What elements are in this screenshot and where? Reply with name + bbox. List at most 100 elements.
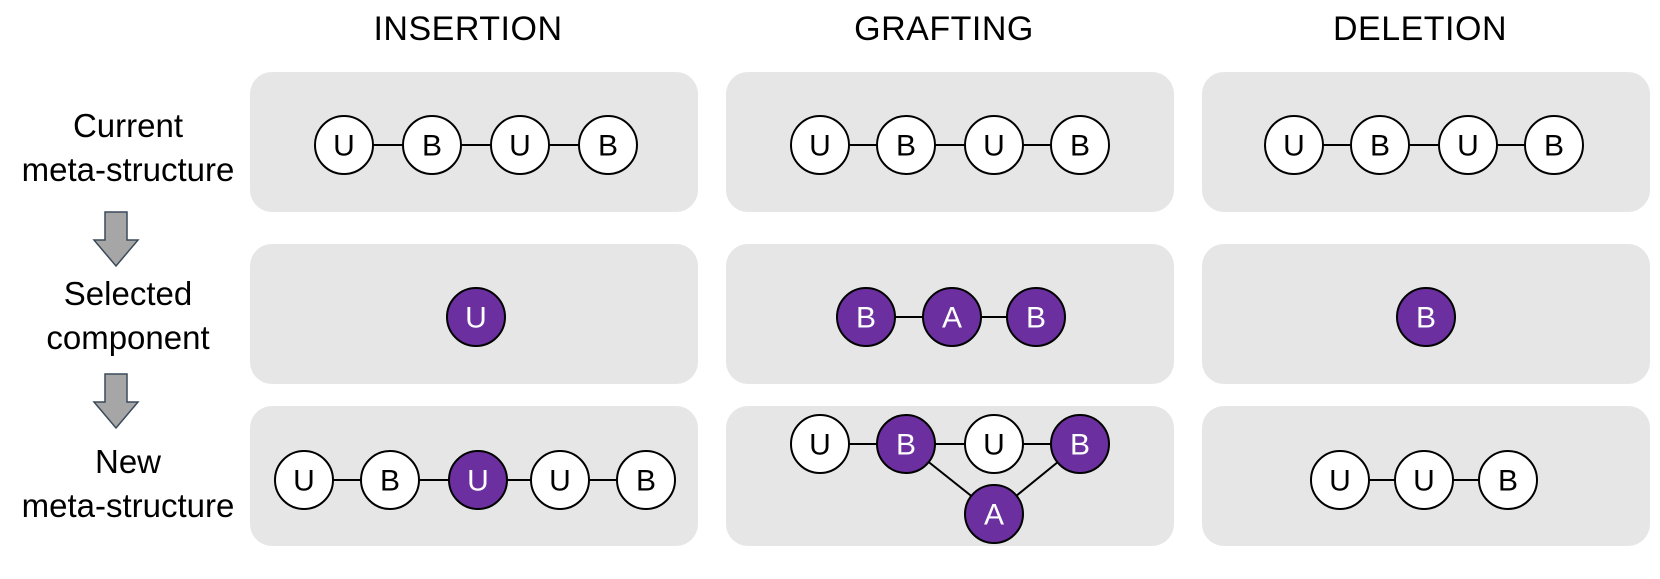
insertion-new-node-0: U bbox=[274, 450, 334, 510]
grafting-new-node-1: B bbox=[876, 414, 936, 474]
insertion-new-node-3: U bbox=[530, 450, 590, 510]
node-label: U bbox=[549, 465, 571, 498]
node-label: B bbox=[1070, 130, 1090, 163]
node-circle bbox=[1310, 450, 1370, 510]
node-circle bbox=[964, 484, 1024, 544]
node-circle bbox=[836, 287, 896, 347]
node-label: U bbox=[1413, 465, 1435, 498]
node-circle bbox=[616, 450, 676, 510]
node-circle bbox=[922, 287, 982, 347]
node-label: B bbox=[636, 465, 656, 498]
node-circle bbox=[1394, 450, 1454, 510]
column-title-deletion: DELETION bbox=[1332, 10, 1508, 48]
deletion-new-node-1: U bbox=[1394, 450, 1454, 510]
node-label: U bbox=[1329, 465, 1351, 498]
node-circle bbox=[578, 115, 638, 175]
row-label-selected-line1: Selected bbox=[63, 275, 193, 312]
row-label-current: Current meta-structure bbox=[0, 104, 256, 192]
node-circle bbox=[1350, 115, 1410, 175]
grafting-current-node-1: B bbox=[876, 115, 936, 175]
node-label: B bbox=[1416, 302, 1436, 335]
grafting-new-node-0: U bbox=[790, 414, 850, 474]
node-circle bbox=[1050, 414, 1110, 474]
row-label-selected-line2: component bbox=[46, 319, 210, 356]
node-circle bbox=[1478, 450, 1538, 510]
deletion-new-node-0: U bbox=[1310, 450, 1370, 510]
node-label: U bbox=[509, 130, 531, 163]
row-label-current-line2: meta-structure bbox=[21, 151, 235, 188]
flow-arrows bbox=[92, 211, 140, 430]
node-label: B bbox=[598, 130, 618, 163]
deletion-current-node-2: U bbox=[1438, 115, 1498, 175]
node-label: U bbox=[983, 429, 1005, 462]
node-circle bbox=[530, 450, 590, 510]
node-label: B bbox=[1544, 130, 1564, 163]
insertion-selected-node-0: U bbox=[446, 287, 506, 347]
node-circle bbox=[790, 115, 850, 175]
insertion-current-node-2: U bbox=[490, 115, 550, 175]
node-label: U bbox=[465, 302, 487, 335]
column-title-insertion: INSERTION bbox=[373, 10, 563, 48]
row-label-new-line1: New bbox=[94, 443, 162, 480]
grafting-new-node-3: B bbox=[1050, 414, 1110, 474]
node-circle bbox=[876, 414, 936, 474]
node-circle bbox=[402, 115, 462, 175]
node-label: U bbox=[809, 130, 831, 163]
node-label: B bbox=[856, 302, 876, 335]
node-circle bbox=[446, 287, 506, 347]
node-label: B bbox=[422, 130, 442, 163]
row-label-selected: Selected component bbox=[0, 272, 256, 360]
node-label: U bbox=[1457, 130, 1479, 163]
node-circle bbox=[1438, 115, 1498, 175]
deletion-selected-node-0: B bbox=[1396, 287, 1456, 347]
node-circle bbox=[1264, 115, 1324, 175]
node-label: U bbox=[333, 130, 355, 163]
insertion-new-node-2: U bbox=[448, 450, 508, 510]
node-circle bbox=[1050, 115, 1110, 175]
insertion-current-node-1: B bbox=[402, 115, 462, 175]
grafting-new-node-4: A bbox=[964, 484, 1024, 544]
insertion-new-node-4: B bbox=[616, 450, 676, 510]
deletion-new-node-2: B bbox=[1478, 450, 1538, 510]
node-label: B bbox=[1498, 465, 1518, 498]
node-label: U bbox=[467, 465, 489, 498]
insertion-current-node-3: B bbox=[578, 115, 638, 175]
grafting-selected-node-2: B bbox=[1006, 287, 1066, 347]
node-label: A bbox=[984, 499, 1004, 532]
node-label: U bbox=[809, 429, 831, 462]
deletion-current-node-0: U bbox=[1264, 115, 1324, 175]
grafting-current-node-0: U bbox=[790, 115, 850, 175]
column-title-grafting: GRAFTING bbox=[854, 10, 1034, 48]
node-label: U bbox=[293, 465, 315, 498]
grafting-selected-node-1: A bbox=[922, 287, 982, 347]
insertion-current-node-0: U bbox=[314, 115, 374, 175]
row-label-current-line1: Current bbox=[72, 107, 184, 144]
graph-nodes: U B U B U U B U U B U B U B B A B U B U B A U B U B B U U B bbox=[274, 115, 1584, 544]
node-circle bbox=[360, 450, 420, 510]
row-label-new: New meta-structure bbox=[0, 440, 256, 528]
row-label-new-line2: meta-structure bbox=[21, 487, 235, 524]
node-circle bbox=[876, 115, 936, 175]
node-label: A bbox=[942, 302, 962, 335]
node-circle bbox=[790, 414, 850, 474]
node-circle bbox=[1396, 287, 1456, 347]
grafting-current-node-2: U bbox=[964, 115, 1024, 175]
deletion-current-node-3: B bbox=[1524, 115, 1584, 175]
grafting-current-node-3: B bbox=[1050, 115, 1110, 175]
node-label: B bbox=[380, 465, 400, 498]
node-label: B bbox=[1370, 130, 1390, 163]
grafting-selected-node-0: B bbox=[836, 287, 896, 347]
node-label: U bbox=[983, 130, 1005, 163]
node-circle bbox=[964, 414, 1024, 474]
node-circle bbox=[274, 450, 334, 510]
node-label: U bbox=[1283, 130, 1305, 163]
node-circle bbox=[1524, 115, 1584, 175]
node-label: B bbox=[1026, 302, 1046, 335]
down-arrow-icon bbox=[92, 373, 140, 430]
node-label: B bbox=[1070, 429, 1090, 462]
node-circle bbox=[490, 115, 550, 175]
insertion-new-node-1: B bbox=[360, 450, 420, 510]
grafting-new-node-2: U bbox=[964, 414, 1024, 474]
